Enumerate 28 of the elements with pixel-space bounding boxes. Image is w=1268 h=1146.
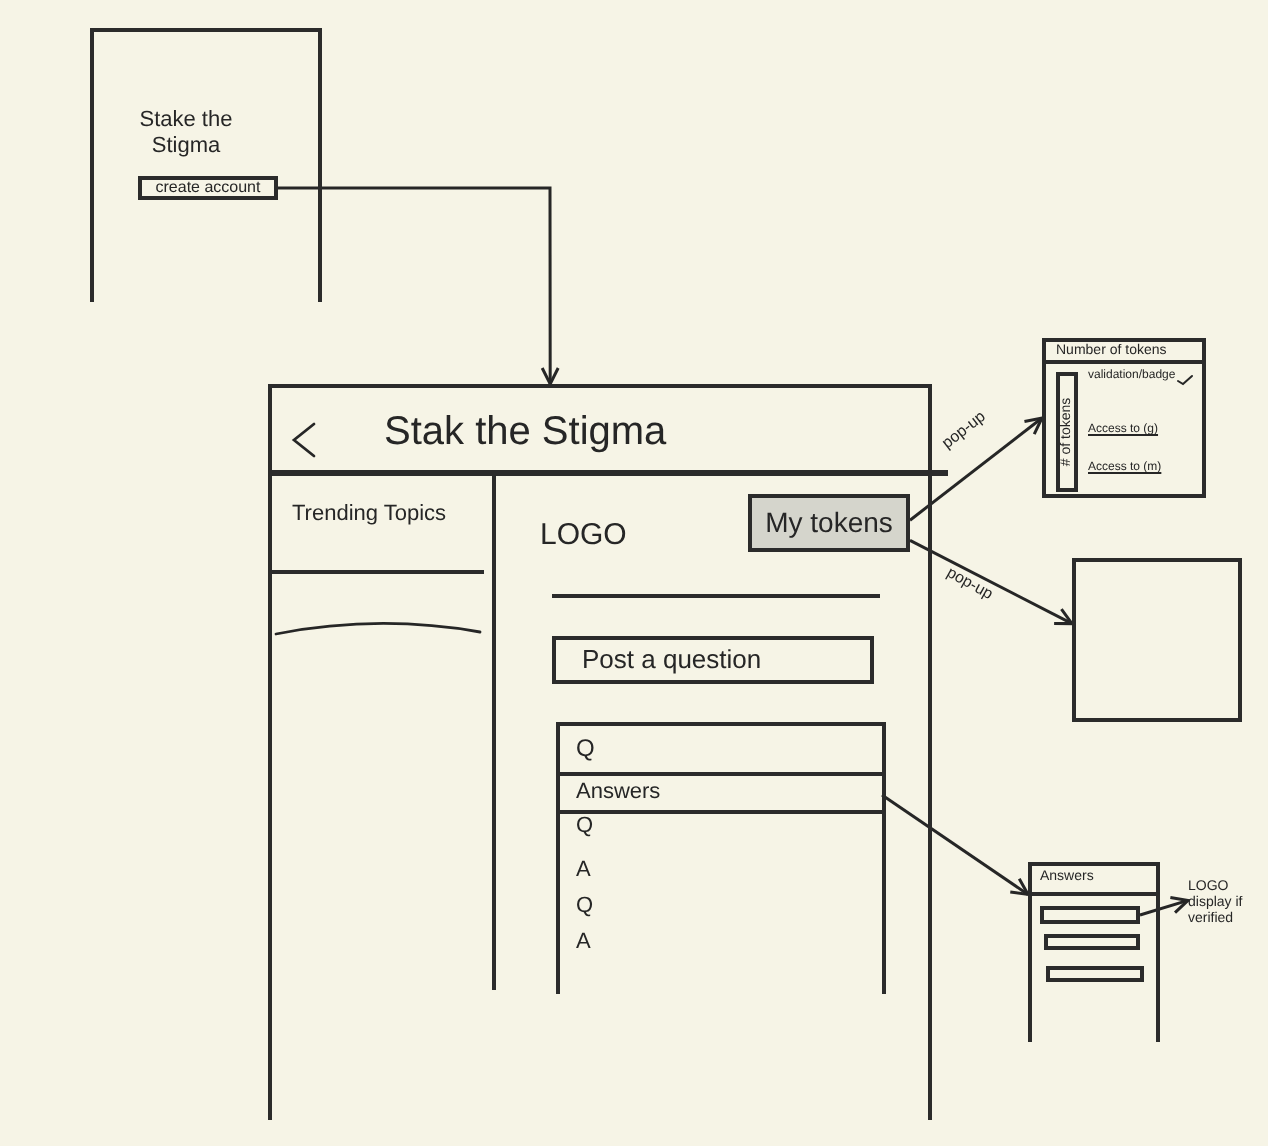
answer-field [1040,906,1140,924]
sidebar-heading: Trending Topics [292,502,447,528]
popup-window [1072,558,1242,722]
answers-text: Answers [576,780,661,806]
list-item-text: A [576,858,591,884]
list-row [560,776,882,814]
list-item-text: Q [576,814,594,840]
answer-field [1046,966,1144,982]
popup-window [1028,862,1160,1042]
app-title: Stake the Stigma [137,108,235,159]
arrow [909,539,1074,626]
arrow [881,793,1030,896]
popup-window [1042,338,1206,498]
question-text: Q [576,736,595,764]
token-bar [1056,372,1078,492]
my-tokens-button: My tokens [748,494,910,552]
phone-screen-frame [90,28,322,302]
question-list [556,722,886,994]
arrow [1139,895,1190,917]
placeholder-text: LOGO [540,518,627,553]
arrow [909,416,1044,522]
list-item-text: A [576,930,591,956]
app-title: Stak the Stigma [384,410,667,456]
create-account-button: create account [138,176,278,200]
list-item-text: Q [576,894,594,920]
answer-field [1044,934,1140,950]
post-question-button: Post a question [552,636,874,684]
arrow [278,186,560,386]
